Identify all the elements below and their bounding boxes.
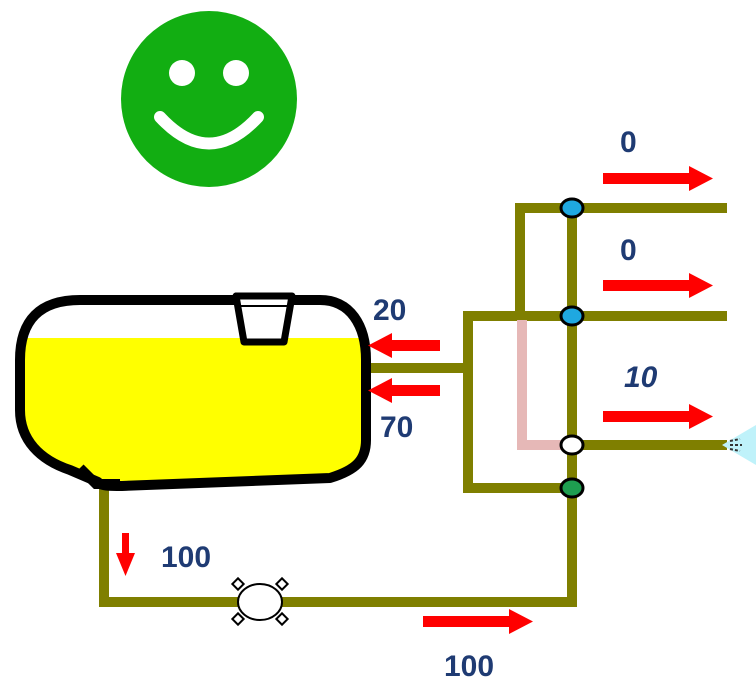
flow-label-section-3: 10 — [624, 361, 658, 394]
valve-section-1[interactable] — [559, 197, 585, 219]
valve-pump-bypass[interactable] — [559, 477, 585, 499]
flow-label-tank-outlet: 100 — [161, 541, 212, 574]
arrow-tank-return-bottom — [368, 378, 440, 403]
arrow-section-2 — [603, 273, 713, 298]
flow-label-section-1: 0 — [620, 126, 637, 159]
arrow-section-3 — [603, 404, 713, 429]
pump-icon — [230, 576, 290, 627]
section-3-return-pipe — [517, 320, 566, 450]
smiley-face-icon — [121, 11, 297, 187]
pipe-network — [99, 203, 727, 607]
tank — [15, 292, 371, 491]
valve-section-2[interactable] — [559, 305, 585, 327]
arrow-section-1 — [603, 166, 713, 191]
tank-liquid-level — [20, 338, 366, 486]
flow-label-tank-return-bottom: 70 — [380, 411, 414, 444]
flow-label-section-2: 0 — [620, 234, 637, 267]
arrow-pump-flow — [423, 609, 533, 634]
return-pipe-main — [463, 311, 577, 493]
arrow-tank-outlet — [116, 533, 135, 576]
valve-section-3[interactable] — [559, 434, 585, 456]
flow-arrows — [116, 166, 713, 634]
arrow-tank-return-top — [368, 333, 440, 358]
flow-label-pump: 100 — [444, 650, 495, 683]
tank-fill-cap — [232, 292, 296, 346]
flow-label-tank-return-top: 20 — [373, 294, 407, 327]
return-pipe-top — [515, 203, 577, 321]
spray-nozzle-icon — [722, 425, 756, 465]
supply-pipe — [99, 475, 577, 607]
